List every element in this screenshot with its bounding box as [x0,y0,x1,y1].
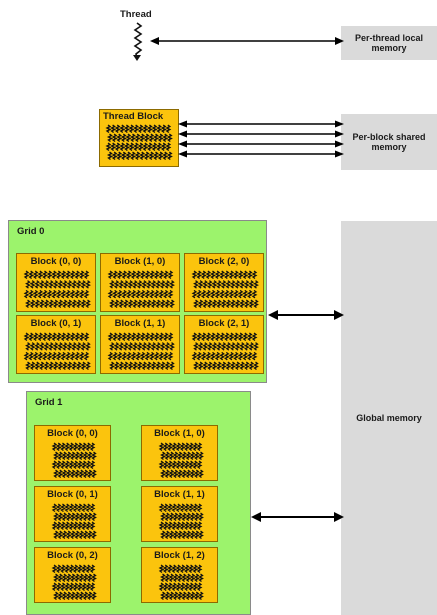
grid0-global-arrow [268,310,344,320]
block-label: Block (1, 0) [114,256,166,267]
block-shared-arrows [178,120,344,158]
global-memory: Global memory [341,221,437,615]
block-label: Block (1, 1) [154,489,205,500]
grid-1-block: Block (1, 2) [141,547,218,603]
per-thread-local-memory: Per-thread local memory [341,26,437,60]
per-block-shared-memory: Per-block shared memory [341,114,437,170]
grid-1-title: Grid 1 [35,397,63,408]
block-label: Block (0, 2) [47,550,98,561]
block-label: Block (0, 0) [47,428,98,439]
grid-1-block: Block (1, 1) [141,486,218,542]
grid-1-block: Block (0, 2) [34,547,111,603]
grid-1-block: Block (1, 0) [141,425,218,481]
block-threads-icon [191,332,259,371]
block-threads-icon [158,503,204,540]
grid1-global-arrow [251,512,344,522]
block-label: Block (1, 2) [154,550,205,561]
block-label: Block (1, 0) [154,428,205,439]
grid-1: Grid 1 Block (0, 0) Block (1, 0) Block (0,… [26,391,251,615]
block-threads-icon [158,564,204,601]
grid-0-block: Block (2, 0) [184,253,264,312]
block-threads-icon [158,442,204,479]
thread-block-label: Thread Block [103,111,164,122]
block-threads-icon [107,332,175,371]
grid-0-title: Grid 0 [17,226,45,237]
block-threads-icon [51,503,97,540]
block-label: Block (0, 1) [47,489,98,500]
block-label: Block (1, 1) [114,318,166,329]
thread-label: Thread [120,9,152,20]
thread-local-arrow [150,37,344,45]
thread-block: Thread Block [99,109,179,167]
block-threads-icon [23,332,91,371]
shared-memory-label: Per-block shared memory [352,132,426,152]
grid-0-block: Block (2, 1) [184,315,264,374]
grid-0-block: Block (1, 0) [100,253,180,312]
thread-squiggle-icon [133,22,143,61]
grid-0-block: Block (1, 1) [100,315,180,374]
block-threads-icon [191,270,259,309]
block-threads-icon [51,564,97,601]
grid-0-block: Block (0, 1) [16,315,96,374]
block-label: Block (0, 1) [30,318,82,329]
block-label: Block (2, 1) [198,318,250,329]
block-threads-icon [51,442,97,479]
grid-1-block: Block (0, 1) [34,486,111,542]
grid-1-block: Block (0, 0) [34,425,111,481]
thread-block-threads-icon [105,124,173,161]
block-threads-icon [23,270,91,309]
block-label: Block (0, 0) [30,256,82,267]
global-memory-label: Global memory [356,413,422,423]
block-label: Block (2, 0) [198,256,250,267]
block-threads-icon [107,270,175,309]
grid-0: Grid 0 Block (0, 0) Block (1, 0) Block (2,… [8,220,267,383]
local-memory-label: Per-thread local memory [354,33,424,53]
grid-0-block: Block (0, 0) [16,253,96,312]
